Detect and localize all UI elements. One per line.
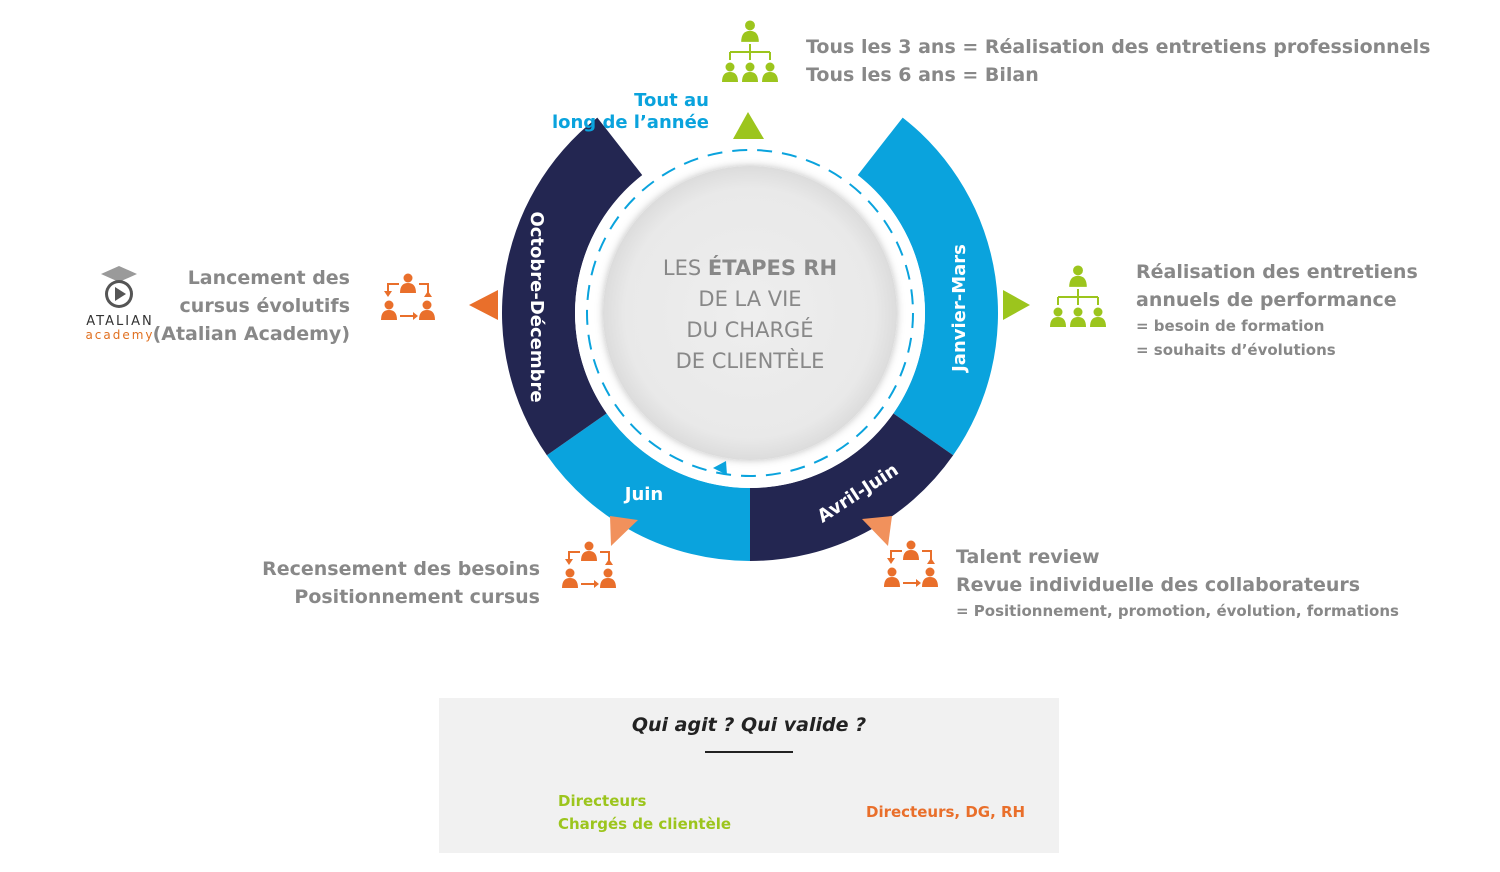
pointer-left-icon bbox=[469, 290, 498, 320]
block-top-line2: Tous les 6 ans = Bilan bbox=[806, 64, 1039, 86]
block-bottom-right-line2: Revue individuelle des collaborateurs bbox=[956, 574, 1361, 596]
block-left-line3: (Atalian Academy) bbox=[152, 323, 350, 345]
legend-orange-text: Directeurs, DG, RH bbox=[866, 803, 1026, 821]
block-right-sub1: = besoin de formation bbox=[1136, 317, 1325, 335]
block-bottom-left-line2: Positionnement cursus bbox=[294, 586, 540, 608]
segment-label-octobre-decembre: Octobre-Décembre bbox=[526, 211, 547, 402]
block-bottom-right-sub1: = Positionnement, promotion, évolution, … bbox=[956, 602, 1399, 620]
org-hierarchy-icon bbox=[1050, 265, 1106, 327]
block-right-line2: annuels de performance bbox=[1136, 289, 1397, 311]
segment-label-juin: Juin bbox=[623, 484, 664, 505]
logo-sub: academy bbox=[85, 328, 155, 342]
yearlong-label-line1: Tout au bbox=[634, 90, 709, 111]
legend-title: Qui agit ? Qui valide ? bbox=[631, 714, 867, 736]
segment-label-janvier-mars: Janvier-Mars bbox=[949, 244, 970, 374]
legend-divider bbox=[705, 751, 793, 753]
segment-janvier-mars bbox=[857, 117, 998, 456]
team-cycle-icon bbox=[381, 273, 435, 320]
legend-green-line2: Chargés de clientèle bbox=[558, 815, 732, 833]
block-bottom-right-line1: Talent review bbox=[956, 546, 1100, 568]
segment-octobre-decembre bbox=[502, 117, 643, 456]
block-right: Réalisation des entretiens annuels de pe… bbox=[1136, 258, 1418, 362]
block-left-line1: Lancement des bbox=[187, 267, 350, 289]
pointer-right-icon bbox=[1003, 290, 1030, 320]
team-cycle-icon bbox=[562, 541, 616, 588]
team-cycle-icon bbox=[884, 540, 938, 587]
block-right-line1: Réalisation des entretiens bbox=[1136, 261, 1418, 283]
center-title-line1: LES ÉTAPES RH bbox=[663, 255, 837, 280]
yearlong-label-line2: long de l’année bbox=[552, 112, 709, 133]
pointer-top-icon bbox=[733, 112, 764, 139]
cycle-arrow-icon bbox=[713, 461, 727, 475]
center-title-line3: DU CHARGÉ bbox=[686, 317, 813, 342]
atalian-academy-logo: ATALIAN academy bbox=[70, 264, 170, 346]
block-bottom-left-line1: Recensement des besoins bbox=[262, 558, 540, 580]
center-title-line2: DE LA VIE bbox=[698, 287, 801, 311]
legend-box: Qui agit ? Qui valide ? Directeurs Charg… bbox=[439, 698, 1059, 853]
pointer-bottom-left-icon bbox=[610, 516, 638, 546]
play-graduation-cap-icon bbox=[101, 266, 137, 308]
block-right-sub2: = souhaits d’évolutions bbox=[1136, 341, 1336, 359]
center-title-line4: DE CLIENTÈLE bbox=[676, 348, 825, 373]
segment-avril-juin bbox=[750, 413, 954, 561]
org-hierarchy-icon bbox=[722, 20, 778, 82]
logo-brand: ATALIAN bbox=[86, 314, 154, 329]
legend-green-text: Directeurs Chargés de clientèle bbox=[558, 790, 731, 836]
block-bottom-left: Recensement des besoins Positionnement c… bbox=[240, 555, 540, 611]
block-left: Lancement des cursus évolutifs (Atalian … bbox=[150, 264, 350, 348]
segment-juin bbox=[546, 413, 750, 561]
pointer-bottom-right-icon bbox=[862, 516, 892, 546]
block-top: Tous les 3 ans = Réalisation des entreti… bbox=[806, 33, 1430, 89]
dashed-cycle-ring bbox=[586, 149, 914, 477]
block-left-line2: cursus évolutifs bbox=[179, 295, 350, 317]
center-disc bbox=[603, 166, 897, 460]
block-top-line1: Tous les 3 ans = Réalisation des entreti… bbox=[806, 36, 1431, 58]
block-bottom-right: Talent review Revue individuelle des col… bbox=[956, 543, 1399, 623]
legend-green-line1: Directeurs bbox=[558, 792, 647, 810]
